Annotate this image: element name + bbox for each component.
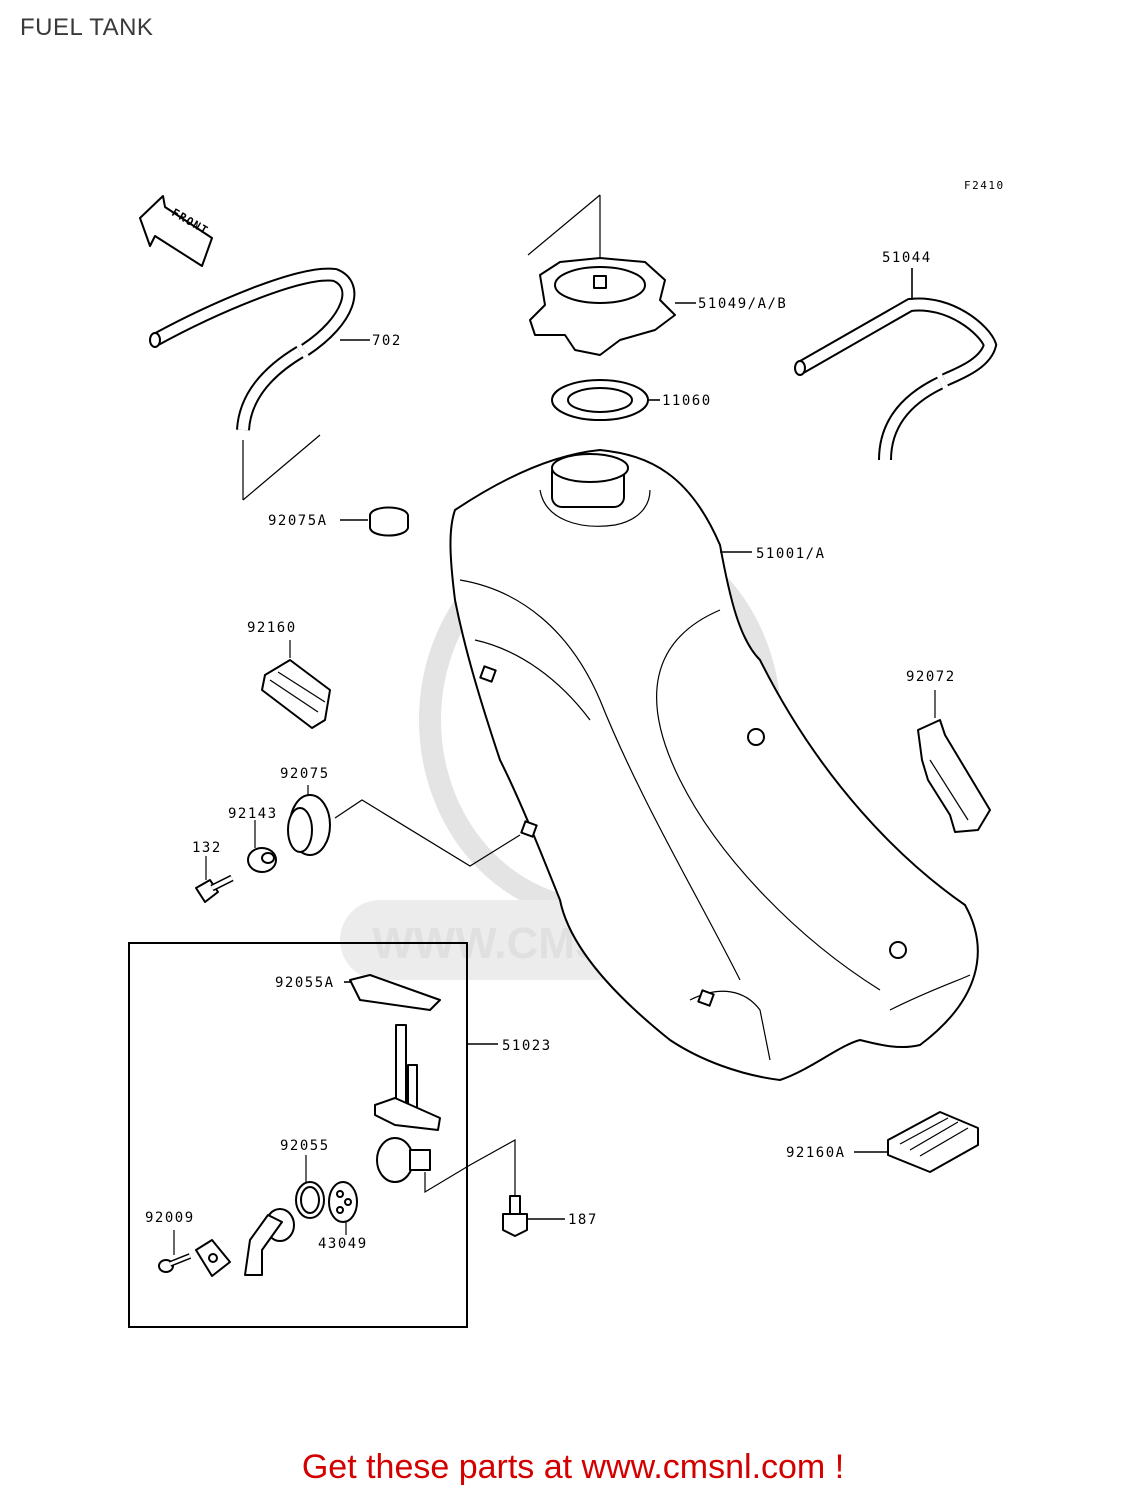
callout-92143: 92143 — [228, 806, 278, 822]
callout-92055: 92055 — [280, 1138, 330, 1154]
tap-plate — [195, 1239, 231, 1277]
cta-link[interactable]: Get these parts at www.cmsnl.com ! — [301, 1448, 845, 1486]
fuel-tank-51001 — [449, 449, 979, 1081]
gasket-11060 — [551, 379, 660, 421]
callout-702: 702 — [372, 333, 402, 349]
callout-51049: 51049/A/B — [698, 296, 787, 312]
callout-51001: 51001/A — [756, 546, 826, 562]
damper-92160A — [854, 1111, 979, 1173]
cap-92075A — [340, 506, 409, 537]
callout-187: 187 — [568, 1212, 598, 1228]
callout-92009: 92009 — [145, 1210, 195, 1226]
callout-132: 132 — [192, 840, 222, 856]
fuel-cap-51049 — [527, 194, 696, 356]
diaphragm-43049 — [328, 1181, 358, 1235]
fuel-tap-assembly-box — [128, 942, 468, 1328]
figure-code: F2410 — [964, 179, 1005, 192]
bolt-187 — [502, 1195, 565, 1237]
callout-92075: 92075 — [280, 766, 330, 782]
callout-92072: 92072 — [906, 669, 956, 685]
callout-92160: 92160 — [247, 620, 297, 636]
rubber-band-92072 — [917, 690, 991, 833]
tap-lever — [244, 1208, 295, 1276]
callout-11060: 11060 — [662, 393, 712, 409]
collar-92143 — [247, 820, 277, 873]
breather-hose-702 — [149, 267, 370, 501]
gasket-92055A — [344, 974, 441, 1011]
damper-92160 — [261, 640, 331, 729]
o-ring-92055 — [295, 1155, 325, 1219]
breather-hose-51044 — [794, 268, 998, 461]
screw-92009 — [158, 1230, 192, 1273]
callout-51044: 51044 — [882, 250, 932, 266]
callout-43049: 43049 — [318, 1236, 368, 1252]
callout-92160A: 92160A — [786, 1145, 846, 1161]
bolt-132 — [195, 856, 234, 903]
callout-92055A: 92055A — [275, 975, 335, 991]
front-arrow-icon: FRONT — [139, 195, 213, 267]
callout-51023: 51023 — [502, 1038, 552, 1054]
page-title: FUEL TANK — [20, 14, 154, 41]
callout-92075A: 92075A — [268, 513, 328, 529]
fuel-tap-51023 — [374, 1024, 516, 1195]
damper-92075 — [287, 785, 521, 867]
